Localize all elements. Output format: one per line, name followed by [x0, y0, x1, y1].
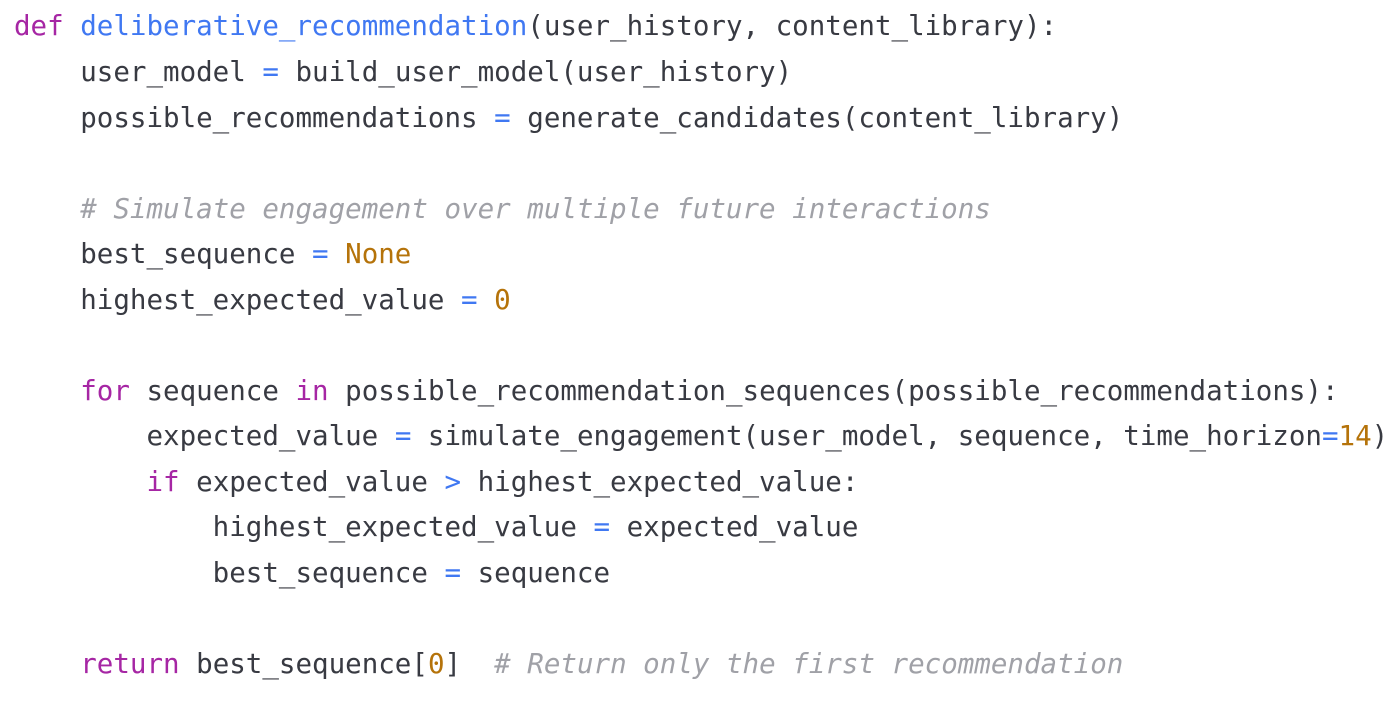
code-token-plain: [329, 238, 346, 270]
code-token-plain: [64, 10, 81, 42]
code-line: if expected_value > highest_expected_val…: [0, 460, 1388, 506]
code-line: best_sequence = None: [0, 232, 1388, 278]
code-token-number: 0: [494, 283, 511, 316]
code-token-plain: [14, 466, 146, 498]
code-line: [0, 323, 1388, 369]
code-token-plain: [478, 284, 495, 316]
code-token-operator: >: [444, 465, 462, 498]
code-token-comment: # Return only the first recommendation: [494, 647, 1124, 680]
code-token-plain: [14, 375, 80, 407]
code-token-plain: highest_expected_value: [14, 511, 594, 543]
code-line: highest_expected_value = 0: [0, 278, 1388, 324]
code-token-plain: user_model: [14, 56, 263, 88]
code-token-operator: =: [494, 101, 511, 134]
code-token-plain: possible_recommendation_sequences(possib…: [328, 374, 1339, 407]
code-token-plain: (user_history, content_library):: [527, 10, 1058, 42]
code-token-keyword: in: [295, 374, 329, 407]
code-token-plain: sequence: [461, 556, 611, 589]
code-token-plain: expected_value: [14, 420, 395, 452]
code-token-plain: expected_value: [610, 511, 859, 543]
code-token-number: 14: [1338, 420, 1372, 452]
code-line: highest_expected_value = expected_value: [0, 505, 1388, 551]
code-token-comment: # Simulate engagement over multiple futu…: [80, 192, 991, 225]
code-token-keyword: for: [80, 374, 130, 407]
code-line: # Simulate engagement over multiple futu…: [0, 187, 1388, 233]
code-line: expected_value = simulate_engagement(use…: [0, 414, 1388, 460]
code-token-plain: best_sequence: [14, 238, 313, 270]
code-token-plain: best_sequence: [14, 556, 445, 589]
code-token-plain: ]: [444, 647, 495, 680]
code-token-operator: =: [1321, 420, 1339, 452]
code-token-plain: simulate_engagement(user_model, sequence…: [411, 420, 1322, 452]
code-token-plain: best_sequence[: [179, 647, 428, 680]
code-token-operator: =: [312, 238, 329, 270]
code-token-plain: highest_expected_value:: [461, 465, 859, 498]
code-line: user_model = build_user_model(user_histo…: [0, 50, 1388, 96]
code-token-operator: =: [461, 283, 478, 316]
code-token-plain: generate_candidates(content_library): [510, 101, 1124, 134]
code-token-keyword: return: [80, 647, 180, 680]
code-token-plain: highest_expected_value: [14, 283, 462, 316]
code-line: [0, 596, 1388, 642]
code-token-plain: possible_recommendations: [14, 101, 495, 134]
code-token-plain: sequence: [129, 374, 296, 407]
code-token-operator: =: [394, 420, 412, 452]
code-line: best_sequence = sequence: [0, 551, 1388, 597]
code-token-plain: [14, 193, 80, 225]
code-token-operator: =: [444, 556, 462, 589]
code-token-operator: =: [593, 511, 611, 543]
code-token-plain: [14, 648, 80, 680]
code-token-constant: None: [345, 238, 412, 270]
code-token-operator: =: [262, 56, 279, 88]
code-token-keyword: if: [146, 465, 180, 498]
code-line: return best_sequence[0] # Return only th…: [0, 642, 1388, 688]
code-token-plain: ): [1371, 420, 1388, 452]
code-token-plain: expected_value: [179, 465, 445, 498]
code-token-function: deliberative_recommendation: [80, 10, 528, 42]
code-line: [0, 141, 1388, 187]
code-line: for sequence in possible_recommendation_…: [0, 369, 1388, 415]
code-token-keyword: def: [14, 10, 64, 42]
code-token-plain: build_user_model(user_history): [278, 56, 793, 88]
code-token-number: 0: [427, 647, 445, 680]
code-line: def deliberative_recommendation(user_his…: [0, 0, 1388, 50]
code-line: possible_recommendations = generate_cand…: [0, 96, 1388, 142]
